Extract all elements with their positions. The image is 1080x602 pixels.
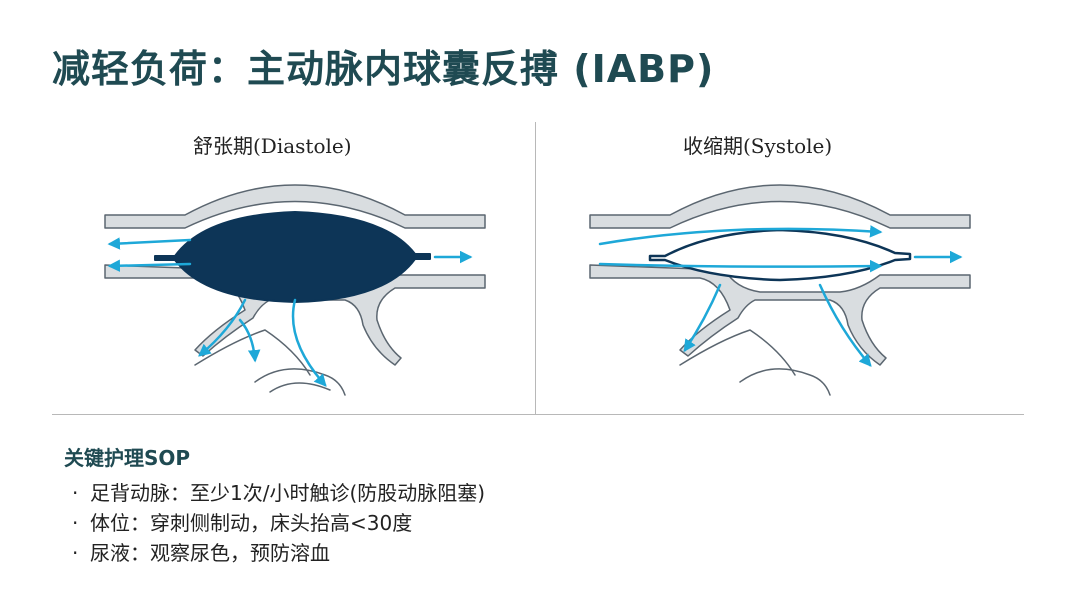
flow-arrow-branch-mid [238, 318, 261, 363]
sop-list: · 足背动脉：至少1次/小时触诊(防股动脉阻塞) · 体位：穿刺侧制动，床头抬高<3… [72, 478, 485, 568]
flow-arrow-top [598, 225, 883, 246]
bullet-dot: · [72, 481, 79, 505]
sop-heading: 关键护理SOP [64, 446, 191, 470]
diastole-diagram [104, 184, 486, 396]
flow-arrow-left-top [107, 237, 192, 250]
flow-arrow-branch-left [198, 298, 247, 357]
vertical-divider [535, 122, 536, 414]
diastole-label: 舒张期(Diastole) [193, 134, 352, 158]
sop-item-text: 尿液：观察尿色，预防溶血 [90, 541, 330, 565]
systole-label: 收缩期(Systole) [683, 134, 833, 158]
flow-arrow-left-bottom [107, 259, 192, 272]
slide-title: 减轻负荷：主动脉内球囊反搏 (IABP) [52, 47, 715, 91]
horizontal-divider [52, 414, 1024, 415]
systole-diagram [589, 184, 971, 396]
sop-item-text: 足背动脉：至少1次/小时触诊(防股动脉阻塞) [90, 481, 486, 505]
flow-arrow-branch-right [818, 283, 872, 367]
flow-arrow-branch-right [291, 298, 327, 387]
sop-item-text: 体位：穿刺侧制动，床头抬高<30度 [90, 511, 413, 535]
bullet-dot: · [72, 541, 79, 565]
vessel-wall-top [104, 184, 486, 229]
list-item: · 足背动脉：至少1次/小时触诊(防股动脉阻塞) [72, 478, 485, 508]
list-item: · 尿液：观察尿色，预防溶血 [72, 538, 485, 568]
flow-arrow-branch-left [683, 283, 722, 353]
list-item: · 体位：穿刺侧制动，床头抬高<30度 [72, 508, 485, 538]
inflated-balloon [154, 211, 431, 303]
bullet-dot: · [72, 511, 79, 535]
vessel-wall-top [589, 184, 971, 229]
flow-arrow-bottom [598, 259, 883, 273]
